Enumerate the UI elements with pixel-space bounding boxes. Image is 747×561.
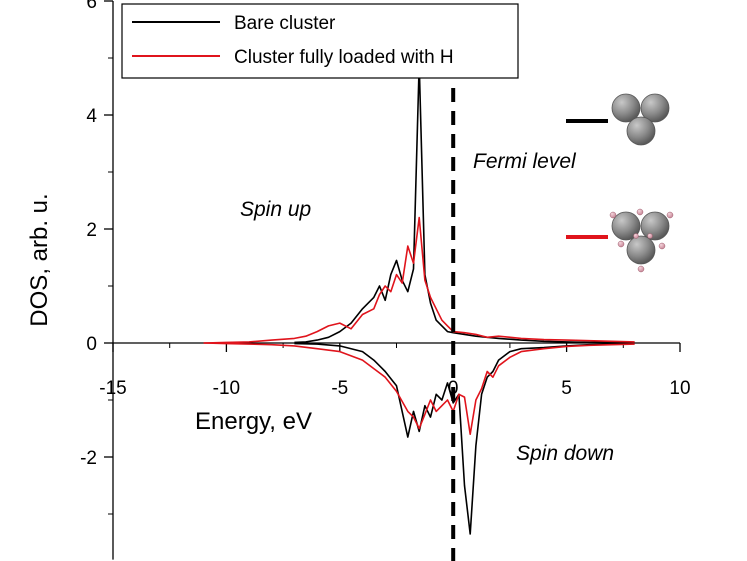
x-tick-label: -10: [213, 378, 240, 399]
y-tick-label: -2: [80, 448, 97, 469]
fermi-level-label: Fermi level: [473, 150, 577, 173]
x-tick-label: 5: [561, 378, 572, 399]
legend-box: [121, 3, 519, 79]
x-tick-label: -15: [99, 378, 126, 399]
bare-cluster-spin-down-line: [294, 342, 635, 535]
x-tick-label: 10: [669, 378, 690, 399]
legend-label-hydrogen: Cluster fully loaded with H: [234, 47, 454, 68]
bare-cluster-spin-up-line: [294, 62, 635, 344]
y-tick-label: 0: [86, 334, 97, 355]
series-layer: [203, 62, 635, 535]
spin-down-label: Spin down: [516, 442, 614, 465]
y-axis-title: DOS, arb. u.: [26, 193, 53, 326]
hydrogen-loaded-cluster-icon: [566, 208, 674, 273]
spin-up-label: Spin up: [240, 198, 311, 221]
hydrogen-cluster-spin-up-line: [203, 216, 635, 344]
legend-label-bare: Bare cluster: [234, 13, 336, 34]
y-tick-label: 2: [86, 220, 97, 241]
x-tick-label: -5: [331, 378, 348, 399]
legend: Bare cluster Cluster fully loaded with H: [121, 3, 519, 79]
y-tick-label: 4: [86, 106, 97, 127]
hydrogen-cluster-spin-down-line: [203, 342, 635, 436]
x-axis-title: Energy, eV: [195, 408, 312, 435]
y-tick-label: 6: [86, 0, 97, 13]
bare-cluster-icon: [566, 93, 670, 146]
